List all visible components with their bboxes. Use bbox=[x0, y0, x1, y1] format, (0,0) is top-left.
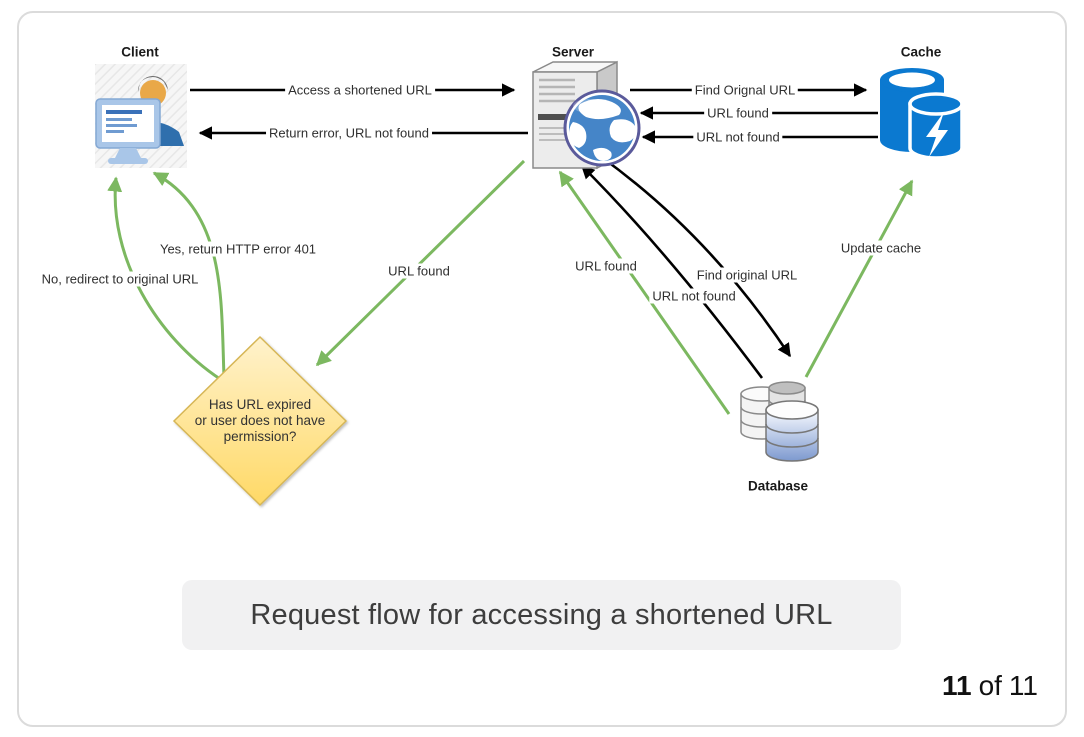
arrow-find-original-url-db bbox=[599, 154, 792, 358]
arrow-db-url-not-found bbox=[581, 165, 764, 379]
edge-label-db-url-found: URL found bbox=[572, 258, 640, 274]
edge-label-return-error: Return error, URL not found bbox=[266, 125, 432, 141]
diagram-caption: Request flow for accessing a shortened U… bbox=[182, 580, 901, 650]
client-icon bbox=[95, 64, 187, 168]
database-label: Database bbox=[747, 478, 809, 494]
edge-label-find-original-url: Find original URL bbox=[693, 267, 801, 283]
edge-label-db-url-not-found: URL not found bbox=[649, 288, 739, 304]
caption-text: Request flow for accessing a shortened U… bbox=[250, 598, 833, 631]
edge-label-url-found-decision: URL found bbox=[385, 263, 453, 279]
decision-diamond bbox=[172, 335, 348, 507]
server-label: Server bbox=[551, 44, 595, 60]
decision-text: Has URL expired or user does not have pe… bbox=[194, 397, 326, 444]
arrow-db-url-found bbox=[558, 170, 731, 415]
arrow-decision-no bbox=[107, 176, 221, 381]
edge-label-update-cache: Update cache bbox=[837, 240, 925, 256]
edge-label-cache-url-not-found: URL not found bbox=[693, 129, 783, 145]
page-current: 11 bbox=[941, 670, 972, 701]
cache-label: Cache bbox=[900, 44, 942, 60]
cache-icon bbox=[880, 68, 964, 160]
arrow-decision-yes bbox=[152, 171, 226, 378]
edge-label-find-orignal-url: Find Orignal URL bbox=[691, 82, 799, 98]
edge-label-yes-return-401: Yes, return HTTP error 401 bbox=[156, 241, 320, 257]
edge-label-cache-url-found: URL found bbox=[704, 105, 772, 121]
edge-label-no-redirect: No, redirect to original URL bbox=[38, 271, 202, 287]
database-icon bbox=[740, 381, 819, 462]
page-total: 11 bbox=[1008, 670, 1038, 701]
globe-icon bbox=[563, 89, 641, 167]
arrow-server-to-decision bbox=[315, 159, 526, 367]
edge-label-access-shortened-url: Access a shortened URL bbox=[285, 82, 435, 98]
monitor-icon bbox=[95, 98, 161, 164]
lightning-bolt-icon bbox=[926, 112, 948, 157]
page-of-word: of bbox=[978, 670, 1002, 701]
server-icon bbox=[532, 60, 641, 170]
arrow-update-cache bbox=[804, 179, 914, 378]
client-label: Client bbox=[121, 44, 159, 60]
